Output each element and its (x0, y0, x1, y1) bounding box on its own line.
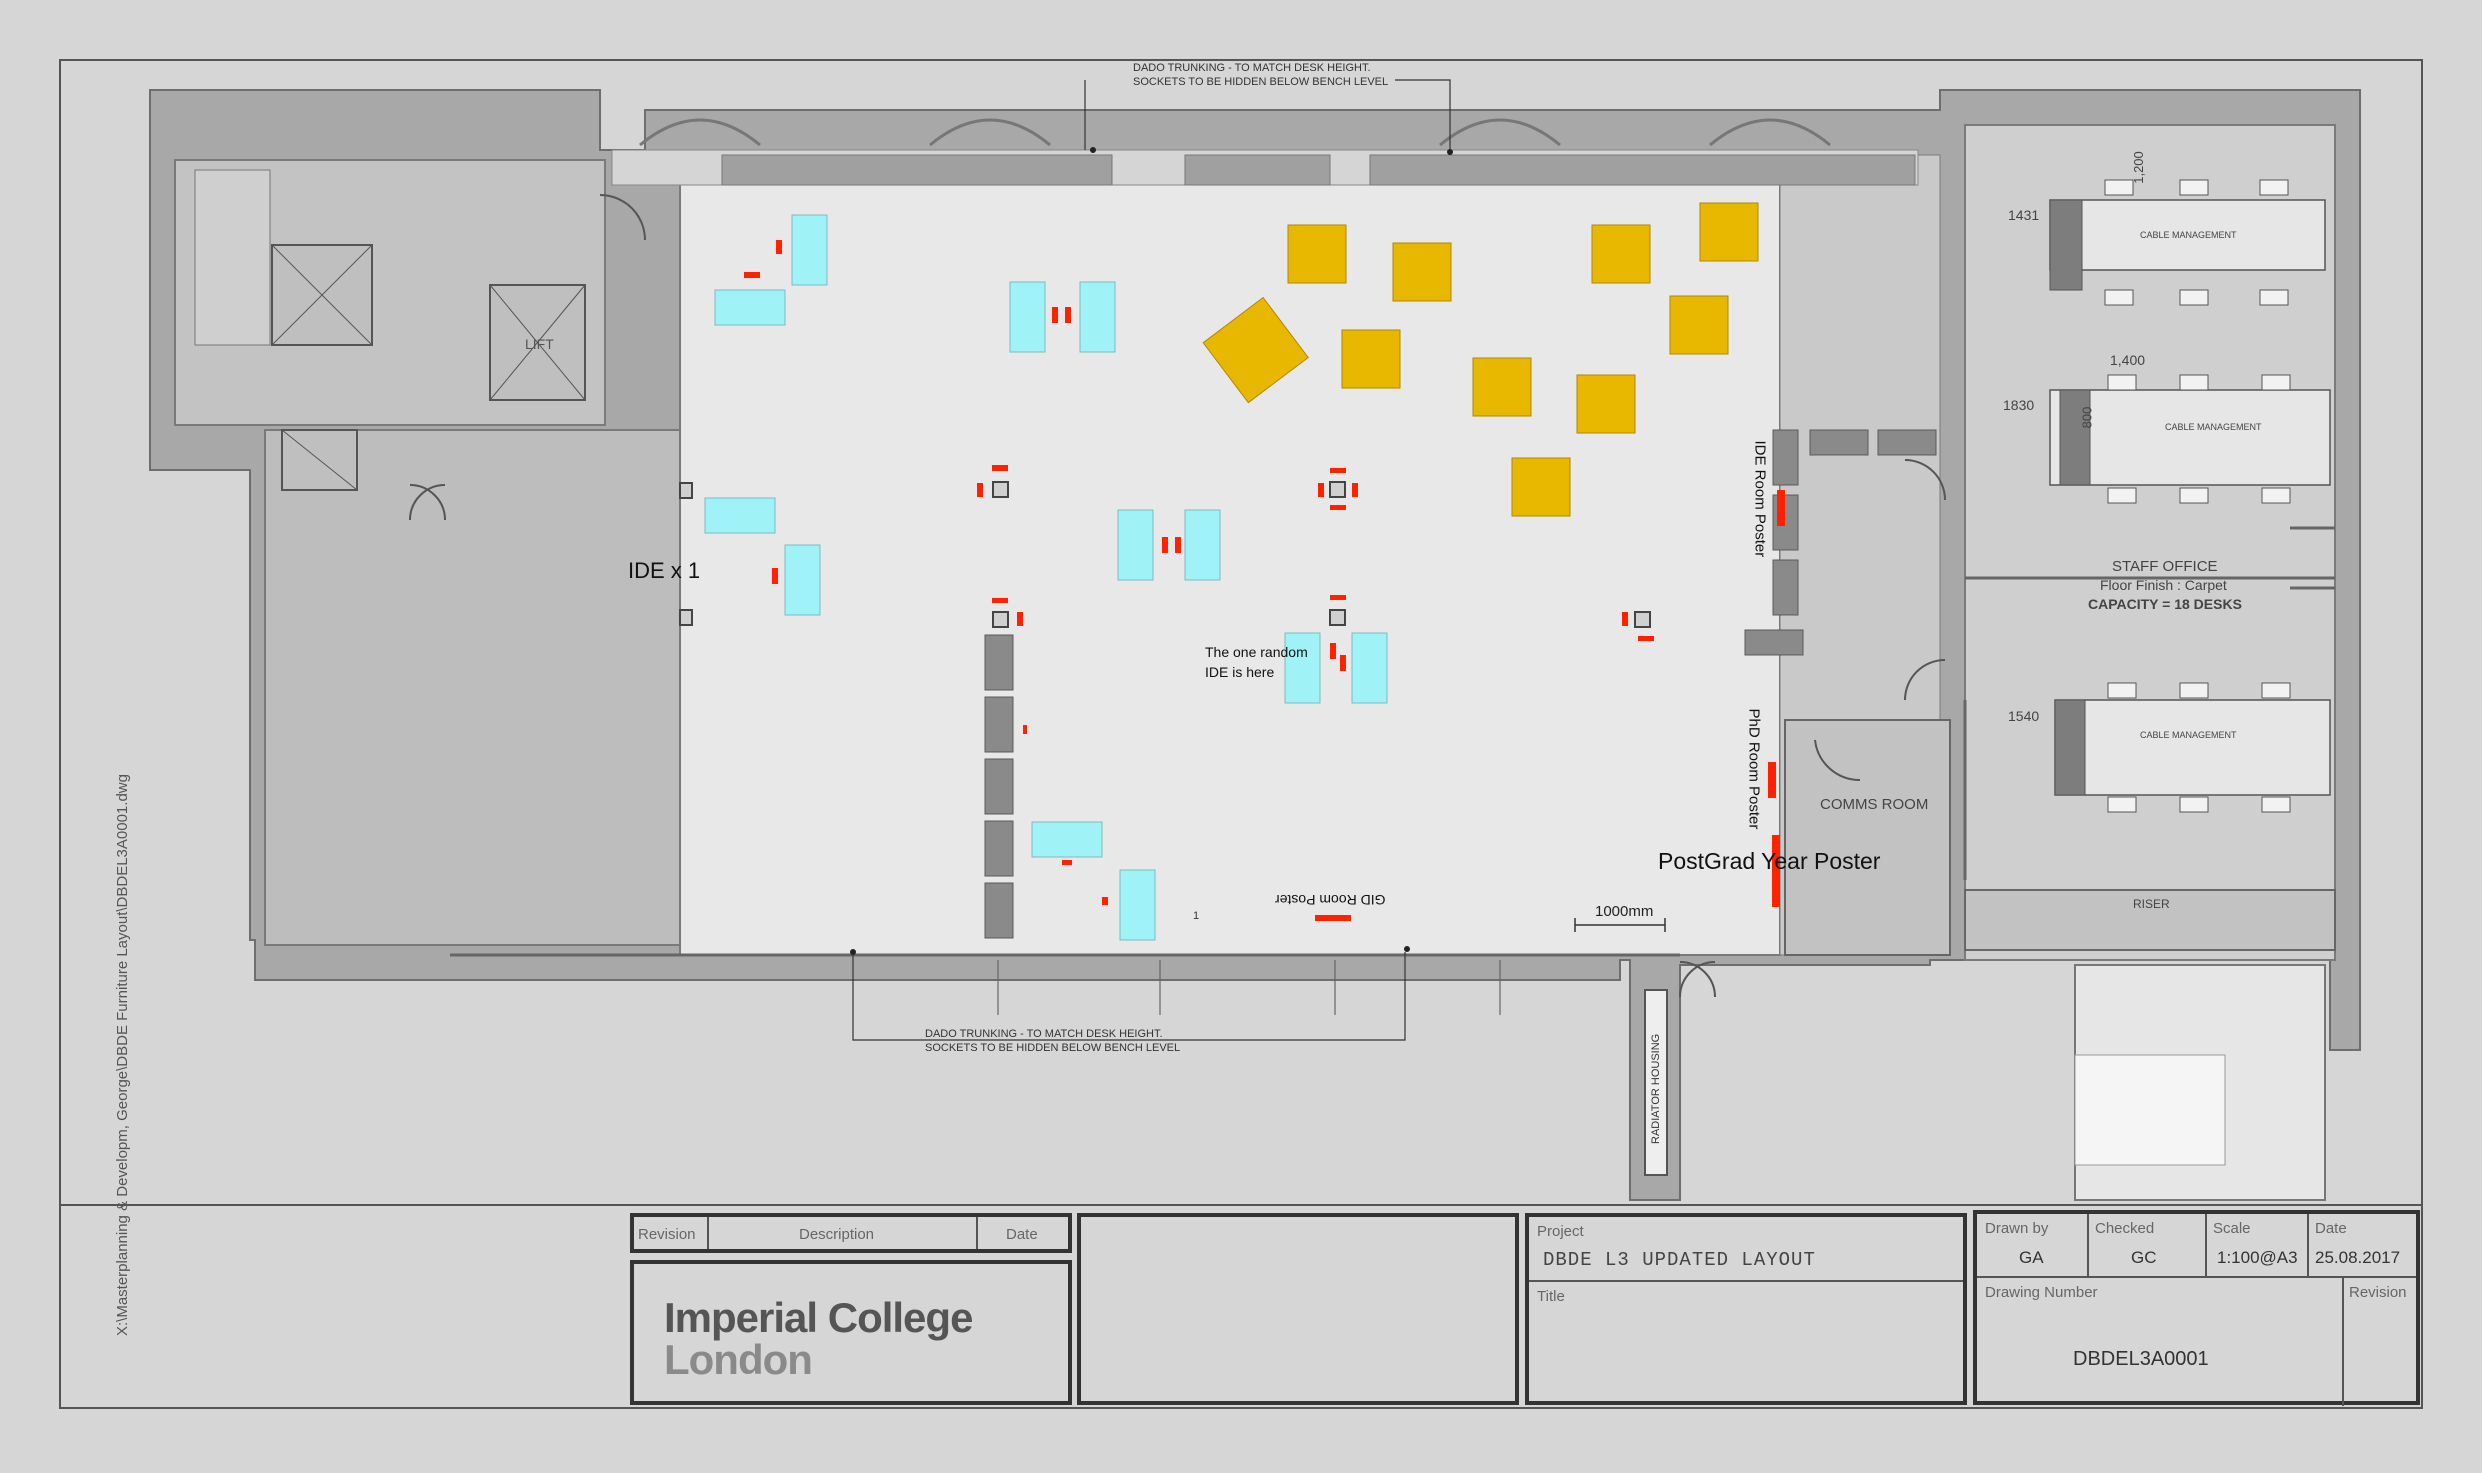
scale-label: Scale (2213, 1220, 2251, 1237)
ide-x1-label: IDE x 1 (628, 558, 701, 583)
logo-london: London (664, 1336, 813, 1383)
radiator-housing-label: RADIATOR HOUSING (1650, 1033, 1662, 1144)
date-value: 25.08.2017 (2315, 1248, 2401, 1267)
dimension-1830: 1830 (2003, 397, 2035, 413)
doors (409, 194, 1946, 998)
riser-label: RISER (2133, 897, 2170, 911)
riser (1964, 889, 2336, 951)
drawing-number-value: DBDEL3A0001 (2073, 1348, 2209, 1370)
office-chairs (2104, 179, 2291, 813)
date-label: Date (2315, 1220, 2347, 1237)
title-label: Title (1537, 1288, 1565, 1305)
dado-note-bottom-1: DADO TRUNKING - TO MATCH DESK HEIGHT. (925, 1028, 1163, 1040)
dimension-1431: 1431 (2008, 207, 2040, 223)
north-bench-strip (721, 154, 1916, 186)
dimension-1200: 1,200 (2130, 151, 2146, 184)
staff-office-partitions (1963, 526, 2335, 880)
revision-label: Revision (2349, 1284, 2407, 1301)
grid-ticks (997, 960, 1501, 1015)
revision-header: Revision (638, 1226, 696, 1243)
postgrad-poster-label: PostGrad Year Poster (1658, 848, 1881, 874)
ide-desks (704, 214, 1388, 941)
comms-room (1784, 719, 1951, 956)
dimension-1000-label: 1000mm (1595, 903, 1654, 920)
cable-management-label: CABLE MANAGEMENT (2165, 422, 2262, 432)
drawn-by-value: GA (2019, 1248, 2044, 1267)
lift-cross-b (489, 284, 586, 401)
staff-desk-clusters (2049, 199, 2331, 796)
east-wall-benches (1744, 429, 1937, 656)
north-window-bays (639, 118, 1831, 147)
logo-imperial-college: Imperial College (664, 1294, 973, 1341)
scale-value: 1:100@A3 (2217, 1248, 2298, 1267)
project-value: DBDE L3 UPDATED LAYOUT (1543, 1249, 1816, 1271)
lift-label: LIFT (525, 336, 554, 352)
sheet-border (59, 59, 2423, 1409)
staff-office-label: STAFF OFFICE (2112, 558, 2218, 575)
dado-note-top-1: DADO TRUNKING - TO MATCH DESK HEIGHT. (1133, 62, 1371, 74)
project-box: Project DBDE L3 UPDATED LAYOUT Title (1525, 1213, 1967, 1405)
dimension-1540: 1540 (2008, 708, 2040, 724)
radiator-housing (1644, 989, 1668, 1176)
dimension-1400: 1,400 (2110, 352, 2146, 368)
revision-table: Revision Description Date (630, 1213, 1072, 1253)
shaft-cross-b (271, 244, 373, 346)
floor-finish-label: Floor Finish : Carpet (2100, 577, 2227, 593)
central-bench-row (984, 634, 1014, 939)
checked-label: Checked (2095, 1220, 2155, 1237)
capacity-label: CAPACITY = 18 DESKS (2088, 596, 2242, 612)
stair-well (194, 169, 271, 346)
cable-management-label: CABLE MANAGEMENT (2140, 230, 2237, 240)
columns (679, 481, 1651, 628)
dimension-1: 1 (1193, 910, 1200, 922)
dimension-800: 800 (2079, 406, 2095, 429)
drawing-number-label: Drawing Number (1985, 1284, 2098, 1301)
phd-room-poster-label: PhD Room Poster (1745, 708, 1763, 830)
project-label: Project (1537, 1223, 1584, 1240)
random-ide-label-2: IDE is here (1205, 664, 1275, 680)
ide-room-poster-label: IDE Room Poster (1751, 440, 1769, 558)
checked-value: GC (2131, 1248, 2157, 1267)
dado-note-top-2: SOCKETS TO BE HIDDEN BELOW BENCH LEVEL (1133, 76, 1389, 88)
random-ide-label-1: The one random (1205, 644, 1308, 660)
small-shaft-cross (281, 429, 358, 491)
cable-management-label: CABLE MANAGEMENT (2140, 730, 2237, 740)
dado-note-bottom-2: SOCKETS TO BE HIDDEN BELOW BENCH LEVEL (925, 1042, 1181, 1054)
gid-desks (1202, 202, 1759, 517)
comms-room-label: COMMS ROOM (1820, 796, 1929, 813)
drawing-info-box: Drawn by GA Checked GC Scale 1:100@A3 Da… (1973, 1210, 2420, 1406)
date-header: Date (1006, 1226, 1038, 1243)
drawn-by-label: Drawn by (1985, 1220, 2049, 1237)
file-path-label: X:\Masterplanning & Developm, George\DBD… (114, 774, 131, 1336)
blank-box (1077, 1213, 1519, 1405)
staff-desk-blocks (2049, 199, 2091, 796)
logo-box: Imperial College London (630, 1260, 1072, 1405)
dado-leader-dots (850, 147, 1453, 955)
dado-leaders (852, 79, 1451, 1041)
gid-room-poster-label: GID Room Poster (1275, 892, 1386, 908)
left-wing-floor (264, 429, 686, 946)
south-stair-landing (2074, 1054, 2226, 1166)
dimension-1000 (1574, 918, 1666, 932)
poster-markers (744, 240, 1785, 921)
description-header: Description (799, 1226, 875, 1243)
